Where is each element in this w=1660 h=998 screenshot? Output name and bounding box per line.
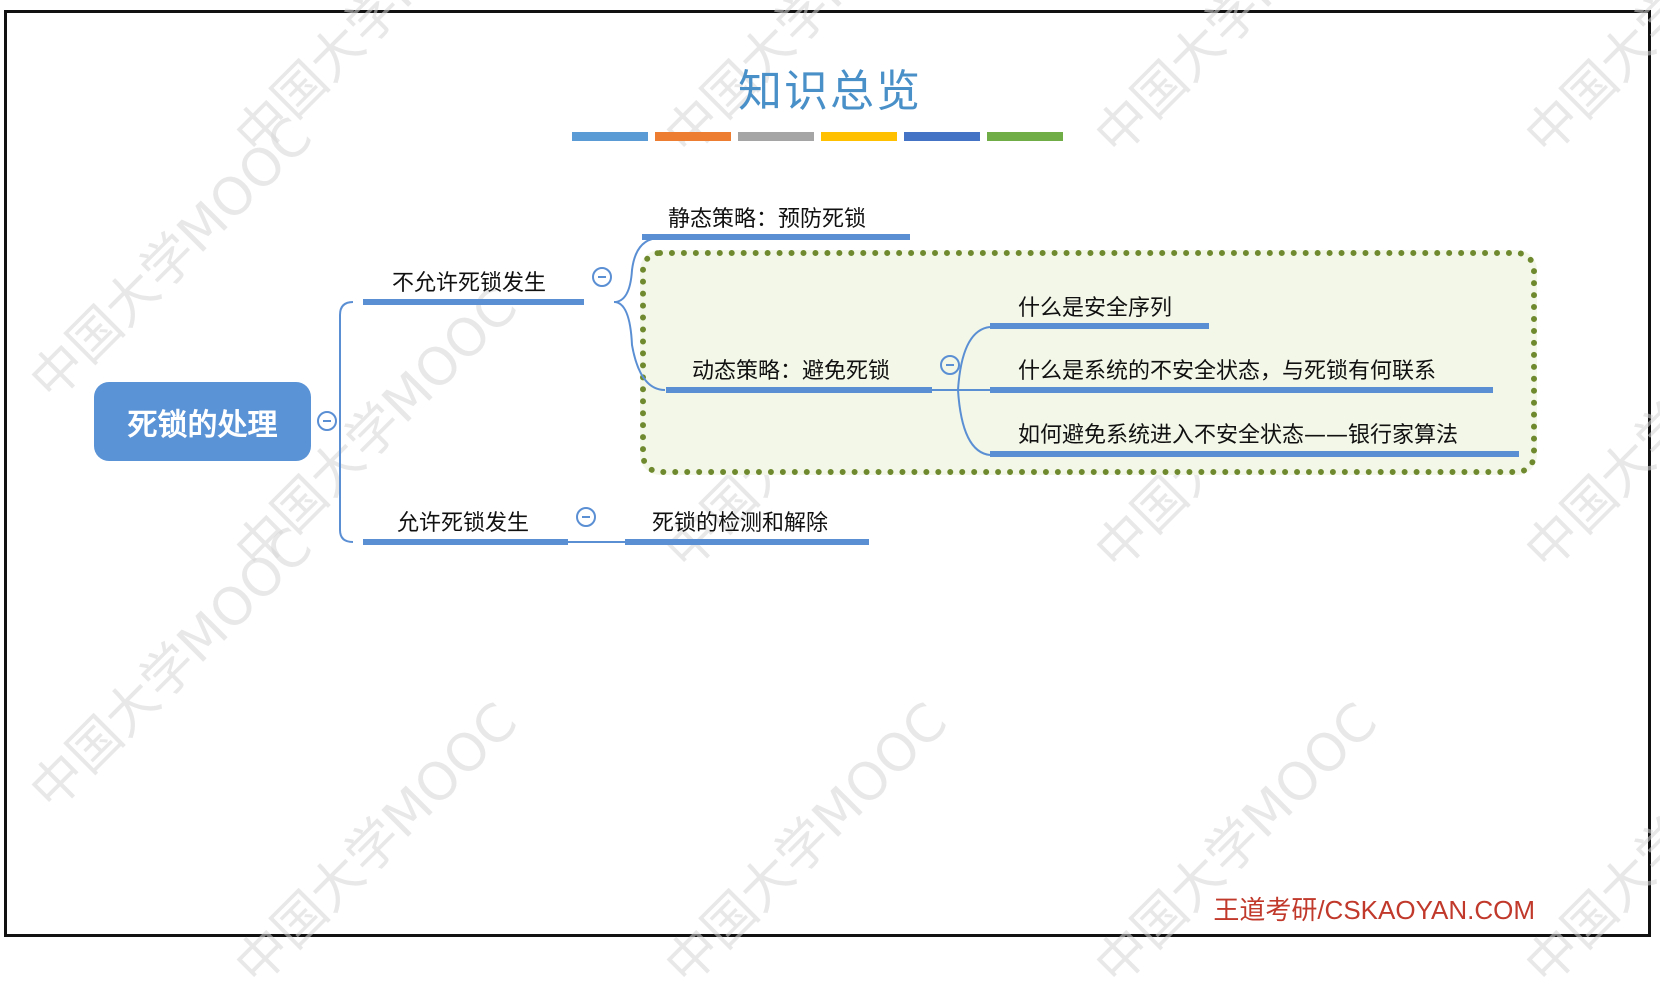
link-root-branch1	[339, 301, 354, 420]
title-stripe-4	[821, 132, 897, 141]
static-strategy-label[interactable]: 静态策略：预防死锁	[668, 207, 867, 232]
dynamic-strategy-label[interactable]: 动态策略：避免死锁	[692, 359, 891, 384]
safe-sequence-underline	[990, 323, 1209, 329]
branch-allow-deadlock-underline	[363, 539, 568, 545]
slide-title: 知识总览	[738, 66, 922, 117]
bankers-algorithm-label[interactable]: 如何避免系统进入不安全状态——银行家算法	[1018, 423, 1459, 448]
unsafe-state-underline	[990, 387, 1493, 393]
link-branch1-static	[613, 237, 661, 303]
link-branch1-dynamic	[613, 301, 666, 391]
static-strategy-underline	[642, 234, 910, 240]
dynamic-strategy-underline	[666, 387, 932, 393]
detect-recover-underline	[625, 539, 869, 545]
root-node[interactable]: 死锁的处理	[94, 382, 311, 461]
root-collapse-icon[interactable]	[317, 411, 337, 431]
title-stripe-6	[987, 132, 1063, 141]
branch-no-deadlock-label[interactable]: 不允许死锁发生	[392, 271, 547, 296]
title-stripe-1	[572, 132, 648, 141]
branch-allow-deadlock-collapse-icon[interactable]	[576, 507, 596, 527]
branch-no-deadlock-collapse-icon[interactable]	[592, 267, 612, 287]
title-stripe-3	[738, 132, 814, 141]
detect-recover-label[interactable]: 死锁的检测和解除	[652, 511, 829, 536]
connector-lines	[339, 237, 991, 543]
unsafe-state-label[interactable]: 什么是系统的不安全状态，与死锁有何联系	[1018, 359, 1437, 384]
footer-brand: 王道考研/CSKAOYAN.COM	[1213, 895, 1535, 925]
link-root-branch2	[339, 420, 354, 543]
title-stripe-5	[904, 132, 980, 141]
safe-sequence-label[interactable]: 什么是安全序列	[1018, 296, 1173, 321]
branch-allow-deadlock-label[interactable]: 允许死锁发生	[397, 511, 530, 536]
link-dynamic-c3	[957, 389, 991, 456]
branch-no-deadlock-underline	[363, 299, 584, 305]
title-stripe-2	[655, 132, 731, 141]
dynamic-strategy-collapse-icon[interactable]	[940, 355, 960, 375]
bankers-algorithm-underline	[990, 451, 1519, 457]
link-dynamic-c1	[930, 326, 991, 391]
highlight-box	[640, 250, 1537, 475]
